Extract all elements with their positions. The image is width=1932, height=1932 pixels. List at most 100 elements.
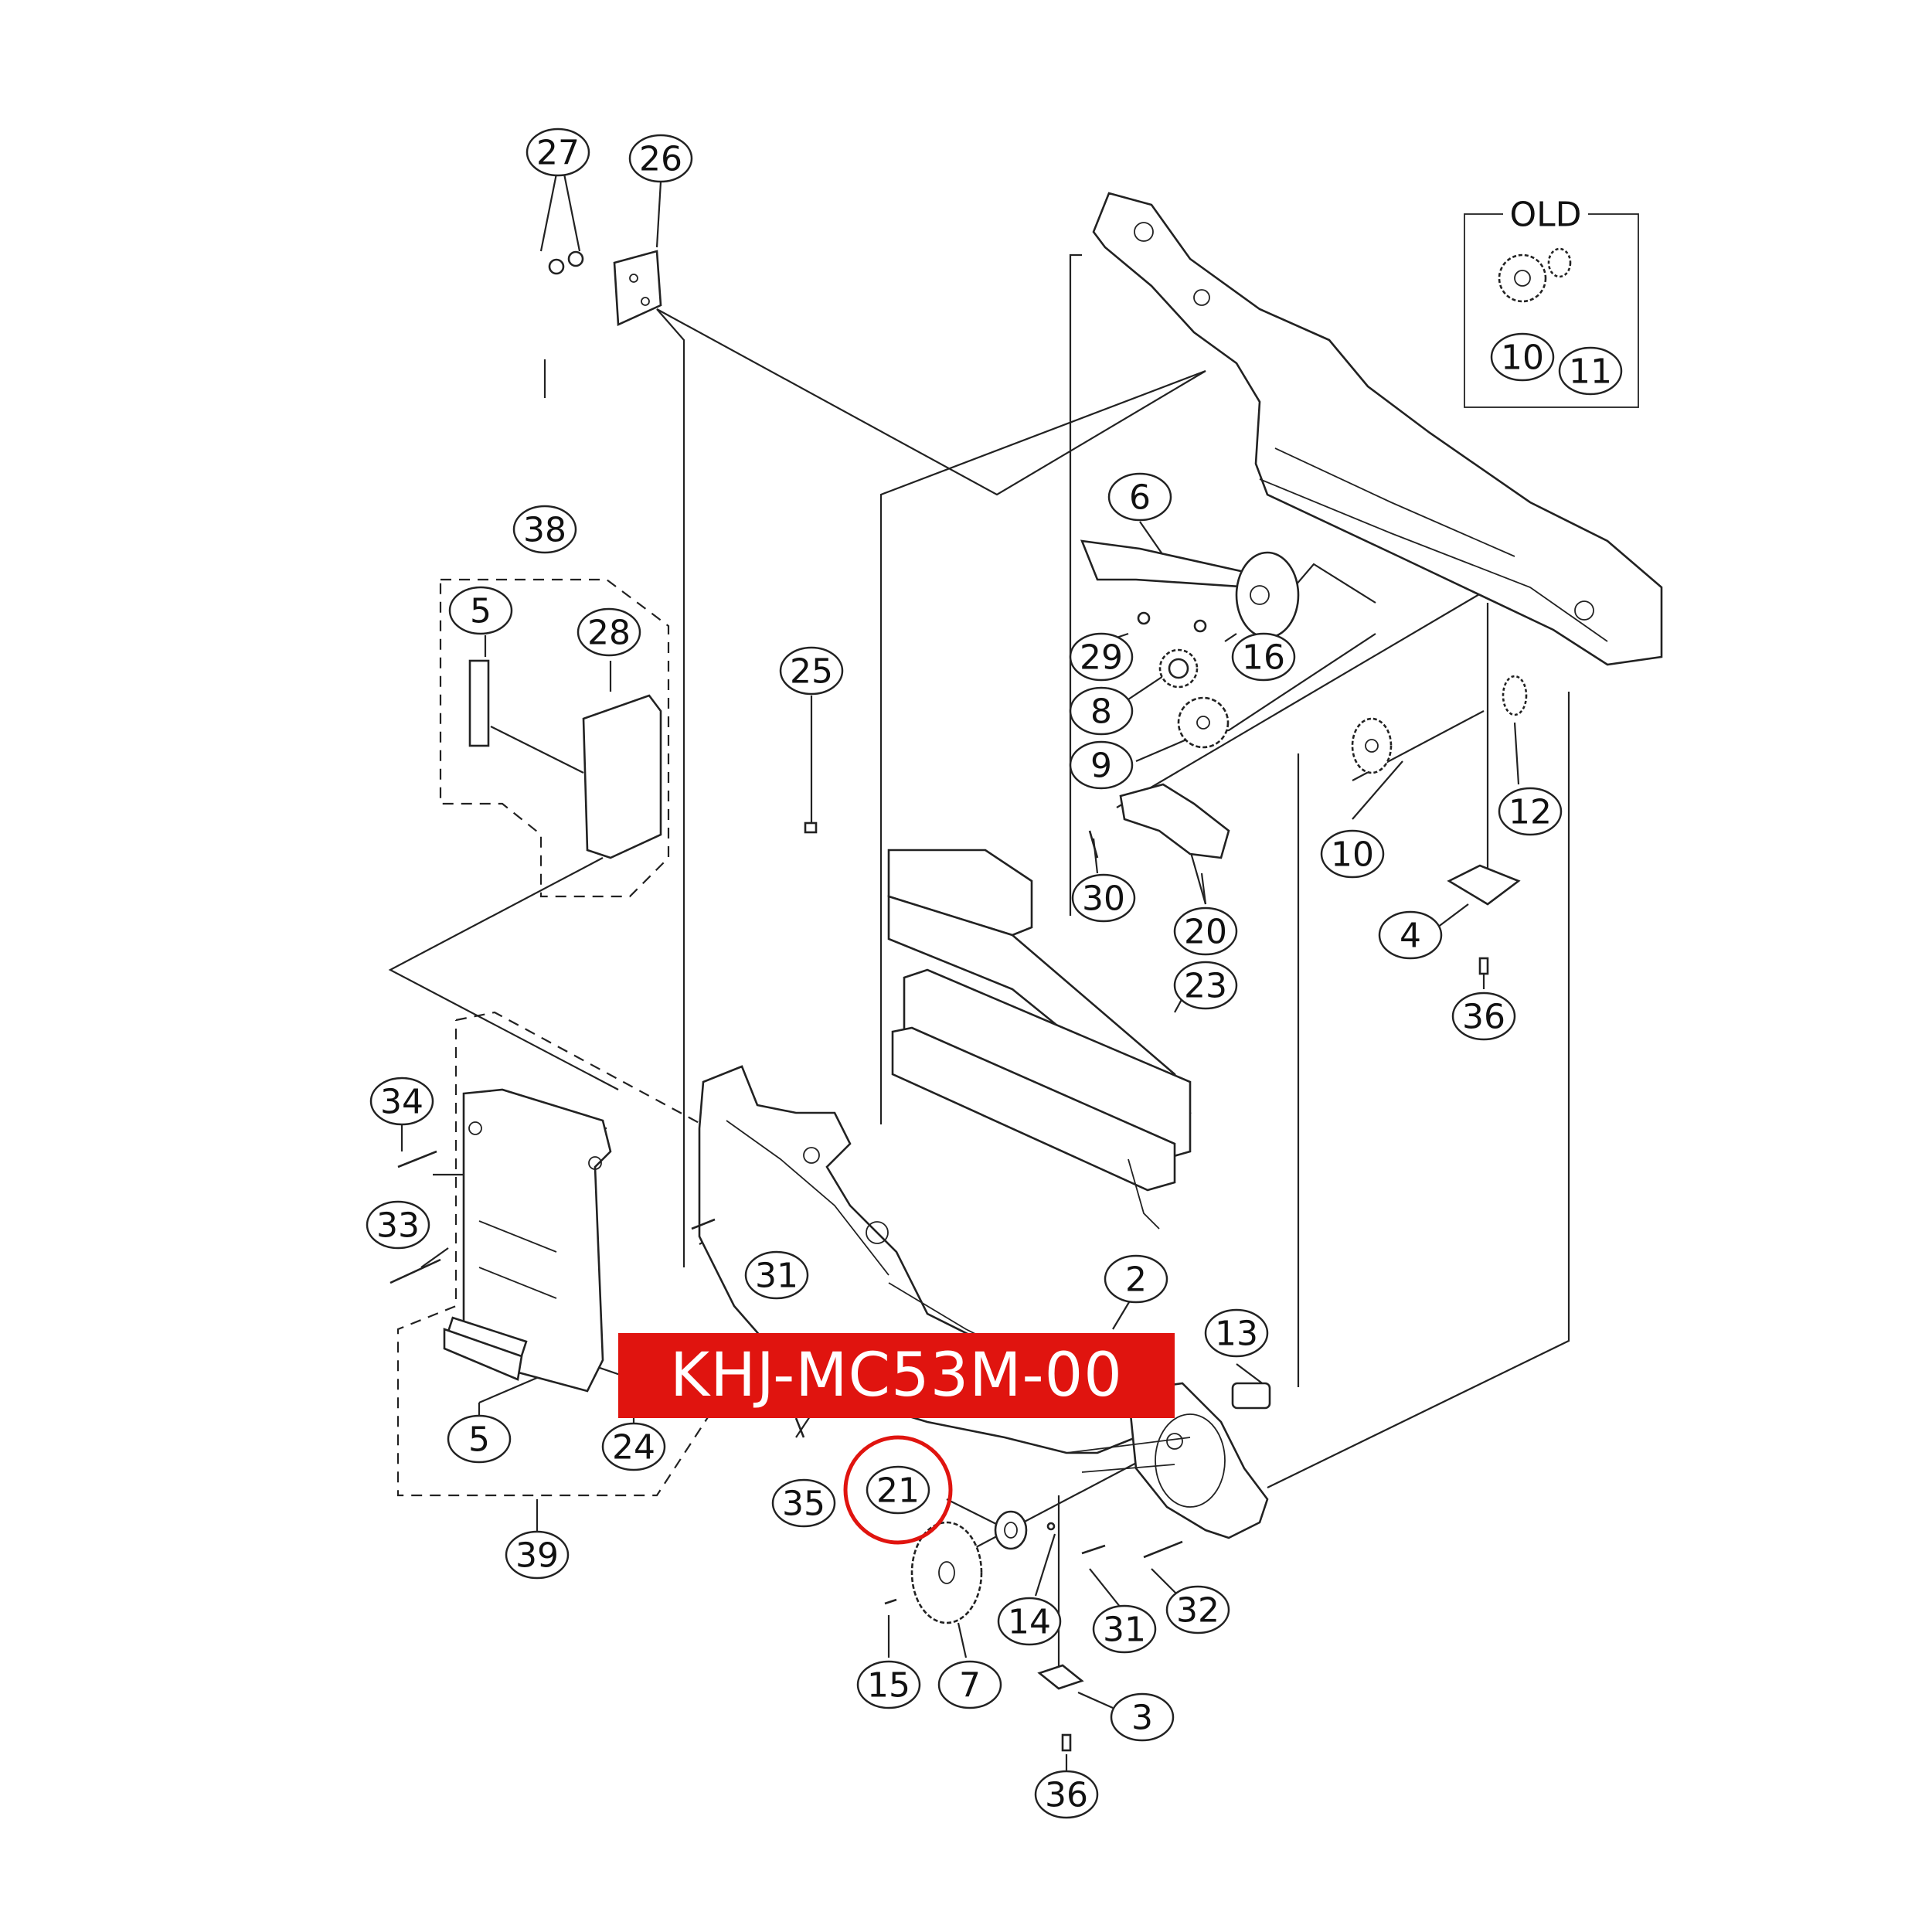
callout-35: 35 — [771, 1478, 836, 1528]
callout-bubble — [744, 1250, 809, 1300]
callout-bubble — [1498, 787, 1563, 836]
callout-bubble — [512, 505, 577, 554]
callout-label: 31 — [1103, 1611, 1146, 1650]
screw-35 — [794, 1417, 805, 1438]
callout-label: 10 — [1331, 835, 1374, 875]
callout-2: 2 — [1104, 1254, 1168, 1304]
callout-36: 36 — [1034, 1770, 1099, 1819]
callout-38: 38 — [512, 505, 577, 554]
callout-26: 26 — [628, 134, 693, 183]
callout-4: 4 — [1378, 910, 1443, 960]
callout-bubble — [937, 1660, 1002, 1709]
callout-label: 6 — [1129, 478, 1151, 518]
bracket-26 — [548, 250, 662, 326]
callout-label: 14 — [1008, 1603, 1051, 1642]
callout-bubble — [366, 1200, 430, 1250]
callout-30: 30 — [1071, 873, 1136, 923]
old-label-bg — [1503, 197, 1588, 231]
gear-10 — [1351, 717, 1393, 774]
main-frame — [1092, 192, 1663, 666]
group-outlines — [396, 578, 782, 1497]
callout-bubble — [1231, 632, 1296, 682]
callout-33: 33 — [366, 1200, 430, 1250]
gear-9 — [1177, 696, 1230, 749]
pin-25 — [804, 821, 818, 834]
callout-13: 13 — [1204, 1308, 1269, 1358]
callout-bubble — [1451, 992, 1516, 1041]
callout-bubble — [1107, 472, 1172, 522]
callout-14: 14 — [997, 1597, 1062, 1646]
callout-label: 11 — [1569, 352, 1612, 392]
plate-4 — [1447, 864, 1521, 906]
callout-bubble — [1320, 829, 1385, 879]
old-box-label: OLD — [1509, 196, 1581, 235]
callout-bubble — [526, 128, 590, 177]
callout-label: 36 — [1462, 998, 1505, 1037]
side-plate-24 — [446, 1088, 612, 1393]
callout-label: 20 — [1184, 913, 1227, 952]
callout-29: 29 — [1069, 632, 1134, 682]
callout-bubble — [1110, 1692, 1175, 1742]
callout-24: 24 — [601, 1422, 666, 1471]
callout-bubble — [866, 1465, 930, 1515]
callout-bubble — [779, 646, 844, 696]
callout-8: 8 — [1069, 686, 1134, 736]
callout-bubble — [1034, 1770, 1099, 1819]
callout-label: 2 — [1125, 1260, 1147, 1300]
callout-label: 36 — [1045, 1776, 1088, 1815]
plate-3 — [1037, 1664, 1084, 1690]
callout-label: 23 — [1184, 967, 1227, 1006]
callout-6: 6 — [1107, 472, 1172, 522]
washer-21 — [994, 1510, 1028, 1550]
callout-label: 33 — [376, 1206, 420, 1246]
screw-34 — [397, 1150, 437, 1168]
callout-bubble — [856, 1660, 921, 1709]
screw-30 — [1088, 830, 1099, 859]
callout-label: 5 — [468, 1420, 490, 1460]
callout-label: 26 — [639, 140, 682, 179]
bracket-20 — [1119, 783, 1230, 859]
callout-bubble — [1104, 1254, 1168, 1304]
callout-bubble — [628, 134, 693, 183]
callout-23: 23 — [1173, 961, 1238, 1010]
callout-31: 31 — [744, 1250, 809, 1300]
callout-12: 12 — [1498, 787, 1563, 836]
callout-31: 31 — [1092, 1604, 1157, 1654]
callout-15: 15 — [856, 1660, 921, 1709]
callout-bubble — [448, 586, 513, 635]
callout-label: 32 — [1176, 1591, 1219, 1631]
sensor-6 — [1080, 539, 1300, 639]
callout-21: 21 — [866, 1465, 930, 1515]
screw-33 — [389, 1258, 441, 1284]
callout-34: 34 — [369, 1077, 434, 1126]
highlight-ring — [843, 1435, 953, 1545]
callout-label: 13 — [1215, 1315, 1258, 1354]
callout-10: 10 — [1490, 332, 1555, 382]
part-outlines — [389, 192, 1663, 1752]
callout-39: 39 — [505, 1530, 570, 1580]
callout-label: 31 — [755, 1257, 798, 1296]
callout-label: 15 — [867, 1666, 910, 1706]
screw-29 — [1137, 611, 1151, 625]
callout-label: 7 — [959, 1666, 981, 1706]
callout-7: 7 — [937, 1660, 1002, 1709]
pin-14 — [1046, 1522, 1056, 1531]
callout-label: 5 — [470, 592, 492, 631]
callout-bubble — [1069, 686, 1134, 736]
callout-25: 25 — [779, 646, 844, 696]
callout-bubble — [505, 1530, 570, 1580]
callout-label: 12 — [1509, 793, 1552, 832]
callout-label: 34 — [380, 1083, 423, 1122]
callout-20: 20 — [1173, 906, 1238, 956]
callout-bubble — [1490, 332, 1555, 382]
callout-label: 28 — [587, 614, 631, 653]
screw-31-left — [691, 1218, 716, 1230]
callout-label: 21 — [876, 1471, 920, 1511]
screw-15 — [884, 1598, 897, 1605]
flex-strip-5-top — [468, 659, 490, 747]
screw-31-right — [1081, 1544, 1106, 1555]
gear-12 — [1502, 675, 1528, 716]
callout-bubble — [1558, 346, 1623, 396]
callout-label: 16 — [1242, 638, 1285, 678]
